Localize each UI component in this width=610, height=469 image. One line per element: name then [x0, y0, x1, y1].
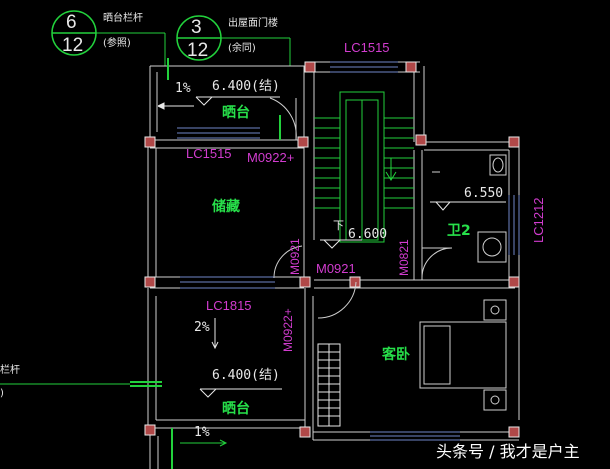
windows: [177, 61, 520, 441]
detail-ref-1-note: (参照): [103, 38, 131, 49]
door-label-balcony: M0922+: [247, 150, 295, 165]
room-guest: 客卧: [382, 347, 410, 363]
stair-down-mark: 下: [333, 219, 344, 232]
room-bath: 卫2: [447, 223, 471, 239]
elevation-hall: 6.600: [348, 227, 388, 242]
detail-ref-2-top: 3: [191, 17, 202, 38]
walls: [147, 61, 520, 469]
room-balcony-bottom: 晒台: [222, 401, 250, 417]
detail-ref-2-bottom: 12: [187, 40, 209, 61]
detail-ref-1-title: 晒台栏杆: [103, 13, 143, 24]
detail-ref-1-bottom: 12: [62, 35, 84, 56]
stair-lower: [317, 343, 341, 427]
window-label-top: LC1515: [344, 40, 390, 55]
left-paren: ): [0, 388, 4, 399]
detail-callout-6-12: [51, 10, 166, 66]
stair: [314, 91, 414, 243]
detail-ref-1-top: 6: [66, 12, 77, 33]
left-railing-label: 栏杆: [0, 365, 20, 376]
room-storage: 储藏: [212, 199, 240, 215]
slope-middle: 2%: [194, 320, 210, 335]
bath-fixtures: [432, 154, 507, 263]
elevation-top-balcony: 6.400(结): [212, 79, 280, 94]
watermark: 头条号 / 我才是户主: [436, 442, 580, 461]
elevation-bottom-balcony: 6.400(结): [212, 368, 280, 383]
bed: [419, 299, 507, 411]
railings: [0, 58, 281, 469]
detail-ref-2-title: 出屋面门楼: [228, 18, 278, 29]
elevation-bath: 6.550: [464, 186, 504, 201]
structural-columns: [144, 61, 520, 438]
door-label-lower: M0922+: [281, 308, 295, 352]
window-label-lower: LC1815: [206, 298, 252, 313]
door-swings: [269, 97, 453, 319]
door-label-bath: M0821: [397, 239, 411, 276]
window-label-storage: LC1515: [186, 146, 232, 161]
window-label-bath: LC1212: [531, 197, 546, 243]
door-label-storage: M0921: [288, 238, 302, 275]
door-label-hall: M0921: [316, 261, 356, 276]
room-balcony-top: 晒台: [222, 105, 250, 121]
annotations: [157, 96, 506, 447]
slope-bottom: 1%: [194, 425, 210, 440]
detail-callout-3-12: [176, 15, 291, 66]
slope-top: 1%: [175, 81, 191, 96]
detail-ref-2-note: (余同): [228, 43, 256, 54]
